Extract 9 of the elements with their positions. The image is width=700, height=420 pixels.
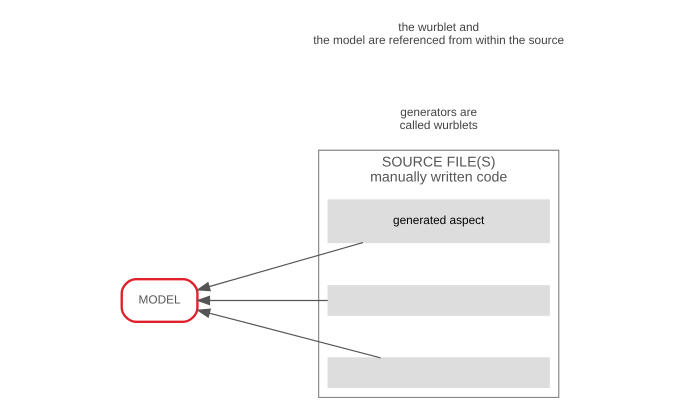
label: the wurblet and the model are referenced from within the source [313, 20, 564, 47]
arrow [196, 308, 381, 358]
arrow [196, 296, 328, 306]
node-bar [328, 357, 550, 388]
arrow [196, 242, 364, 292]
label: generators are called wurblets [400, 104, 478, 132]
node-box: generated aspect [328, 199, 550, 244]
node-box: MODEL [120, 278, 199, 323]
node-bar [328, 285, 550, 316]
